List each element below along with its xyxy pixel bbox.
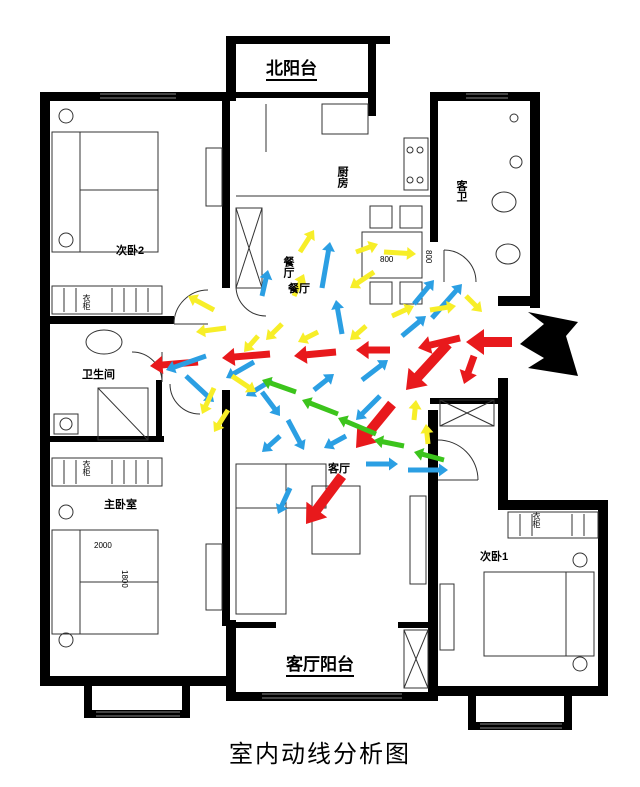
flow-arrow-yellow: [464, 294, 482, 312]
flow-arrow-red: [306, 473, 346, 524]
flow-arrow-yellow: [383, 247, 416, 260]
label-wardrobe-bedroom2: 衣柜: [82, 294, 91, 310]
label-bed-width: 1800: [120, 570, 129, 588]
flow-arrow-blue: [412, 280, 434, 306]
flow-arrow-red: [356, 340, 390, 360]
label-master: 主卧室: [104, 499, 137, 511]
flow-arrow-yellow: [391, 303, 414, 319]
flow-arrow-red: [459, 354, 478, 384]
label-dining-vertical: 餐厅: [282, 256, 294, 278]
label-north-balcony: 北阳台: [266, 60, 317, 81]
flow-arrow-blue: [259, 270, 273, 297]
flow-arrow-blue: [275, 487, 293, 514]
label-living: 客厅: [328, 463, 350, 475]
label-table-width: 800: [424, 250, 433, 264]
flow-arrow-yellow: [188, 294, 216, 313]
flow-arrow-blue: [360, 360, 388, 382]
label-bathroom: 卫生间: [82, 369, 115, 381]
label-wardrobe-master: 衣柜: [82, 460, 91, 476]
flow-arrow-yellow: [291, 274, 307, 297]
flow-arrow-green: [262, 376, 297, 395]
flow-arrow-yellow: [199, 387, 217, 414]
flow-arrow-green: [338, 415, 377, 437]
flow-arrow-blue: [430, 284, 462, 320]
windows: [96, 93, 562, 729]
flow-arrow-red: [222, 347, 271, 366]
doors: [131, 249, 479, 481]
flow-arrow-yellow: [420, 424, 434, 445]
flow-arrow-yellow: [298, 329, 320, 344]
label-wardrobe-bedroom1: 衣柜: [532, 512, 541, 528]
flow-arrow-yellow: [266, 322, 284, 340]
flow-arrow-green: [374, 435, 405, 449]
flow-arrow-green: [302, 397, 339, 417]
flow-arrow-yellow: [213, 408, 231, 432]
flow-arrow-blue: [356, 394, 382, 420]
flow-arrow-yellow: [408, 400, 422, 421]
label-living-balcony: 客厅阳台: [286, 656, 354, 677]
label-table-length: 800: [380, 255, 394, 264]
flow-arrow-yellow: [350, 324, 368, 340]
label-bedroom1: 次卧1: [480, 551, 509, 563]
flow-arrow-yellow: [244, 334, 260, 352]
flow-arrow-blue: [262, 434, 282, 452]
flow-arrow-yellow: [355, 241, 378, 255]
label-dining: 餐厅: [288, 283, 310, 295]
flow-arrow-blue: [324, 433, 348, 450]
flow-arrow-red: [356, 400, 396, 448]
walls: [40, 36, 608, 730]
flow-arrow-blue: [312, 374, 334, 392]
flow-arrow-yellow: [297, 230, 315, 254]
flow-arrow-red: [466, 329, 512, 355]
diagram-title: 室内动线分析图: [229, 740, 411, 768]
flow-arrow-blue: [408, 463, 448, 477]
flow-arrow-yellow: [230, 373, 256, 393]
entry-arrow: [520, 312, 578, 376]
flow-arrow-yellow: [429, 300, 456, 314]
flow-arrow-red: [294, 345, 337, 364]
label-guest-bath: 客卫: [455, 180, 467, 202]
flow-arrow-yellow: [350, 269, 376, 289]
flow-arrow-blue: [285, 418, 306, 450]
flow-arrow-blue: [184, 374, 214, 402]
flow-arrow-blue: [260, 390, 280, 416]
flow-arrow-blue: [166, 353, 207, 374]
flow-arrow-blue: [319, 242, 335, 289]
label-bed-length: 2000: [94, 541, 112, 550]
flow-arrow-red: [406, 340, 452, 390]
flow-arrow-blue: [331, 300, 345, 335]
flow-arrow-blue: [400, 316, 426, 338]
furniture: [51, 103, 599, 689]
flow-arrow-yellow: [196, 324, 227, 338]
flow-arrow-blue: [366, 457, 398, 471]
label-bedroom2: 次卧2: [116, 245, 145, 257]
flow-arrow-red: [418, 334, 461, 354]
label-kitchen: 厨房: [336, 166, 348, 188]
flow-arrows: [150, 230, 512, 524]
flow-arrow-green: [414, 448, 445, 463]
